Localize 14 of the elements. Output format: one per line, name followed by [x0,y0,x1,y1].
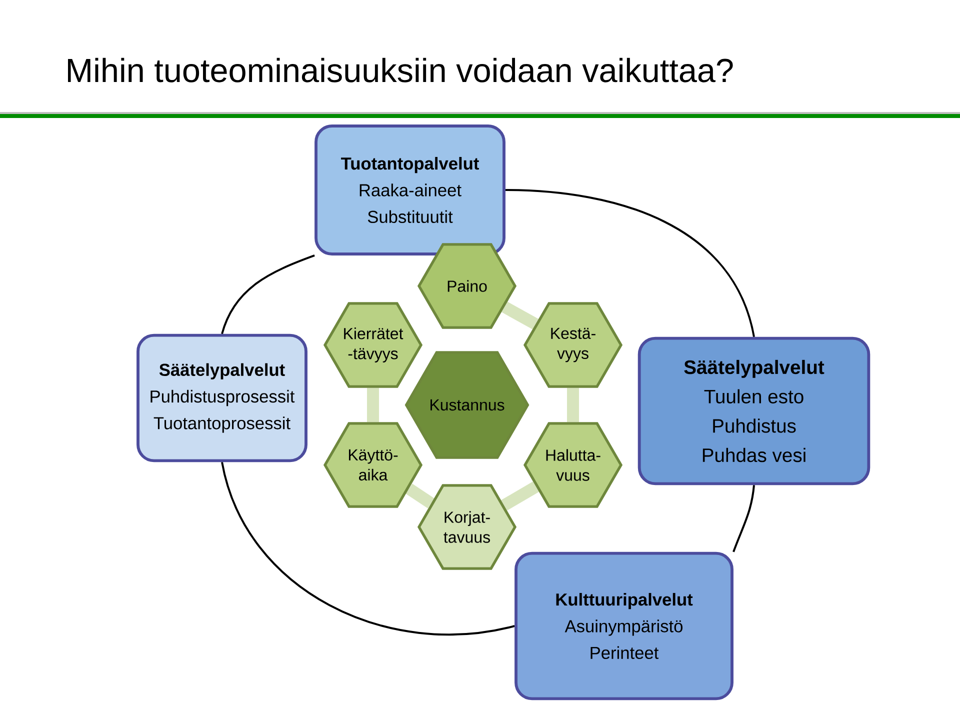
circle-arc [732,485,755,552]
hexagon-link [406,484,434,508]
hexagon-link [501,482,540,511]
hexagon-link [367,388,380,422]
service-box: Säätelypalvelut Puhdistusprosessit Tuotantoprosessit [136,334,308,462]
hexagon-link [567,388,580,422]
hexagon-link [502,302,538,330]
slide-title: Mihin tuoteominaisuuksiin voidaan vaikuttaa? [68,58,733,82]
service-box: Tuotantopalvelut Raaka-aineet Substituutit [314,124,506,256]
service-box: Kulttuuripalvelut Asuinympäristö Perinteet [514,552,734,700]
circle-arc [505,189,755,338]
circle-arc [221,462,515,636]
service-box: Säätelypalvelut Tuulen esto Puhdistus Puhdas vesi [638,336,870,486]
circle-arc [221,254,315,334]
